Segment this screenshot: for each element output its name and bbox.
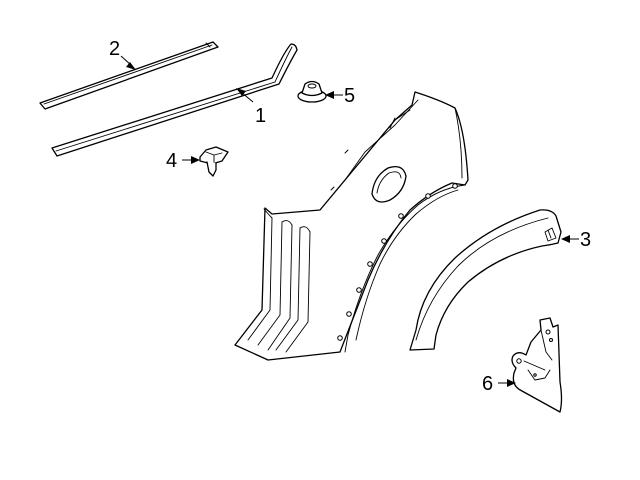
callout-6: 6 (482, 373, 516, 395)
quarter-panel (234, 91, 469, 361)
part-5-grommet[interactable] (297, 80, 327, 103)
callout-label-2: 2 (109, 38, 120, 60)
callout-3: 3 (561, 229, 591, 251)
callout-label-6: 6 (482, 373, 493, 395)
callout-label-4: 4 (166, 150, 177, 172)
callout-2: 2 (109, 38, 136, 70)
callout-4: 4 (166, 150, 200, 172)
part-4-clip[interactable] (199, 146, 229, 177)
part-2-belt-molding[interactable] (39, 41, 219, 110)
callout-label-5: 5 (344, 85, 355, 107)
callout-label-1: 1 (255, 105, 266, 127)
callout-1: 1 (236, 88, 266, 127)
callout-label-3: 3 (580, 229, 591, 251)
part-6-mud-flap[interactable] (511, 317, 563, 413)
part-1-belt-molding[interactable] (51, 43, 298, 157)
part-3-wheel-molding[interactable] (409, 209, 562, 351)
callout-5: 5 (325, 85, 355, 107)
